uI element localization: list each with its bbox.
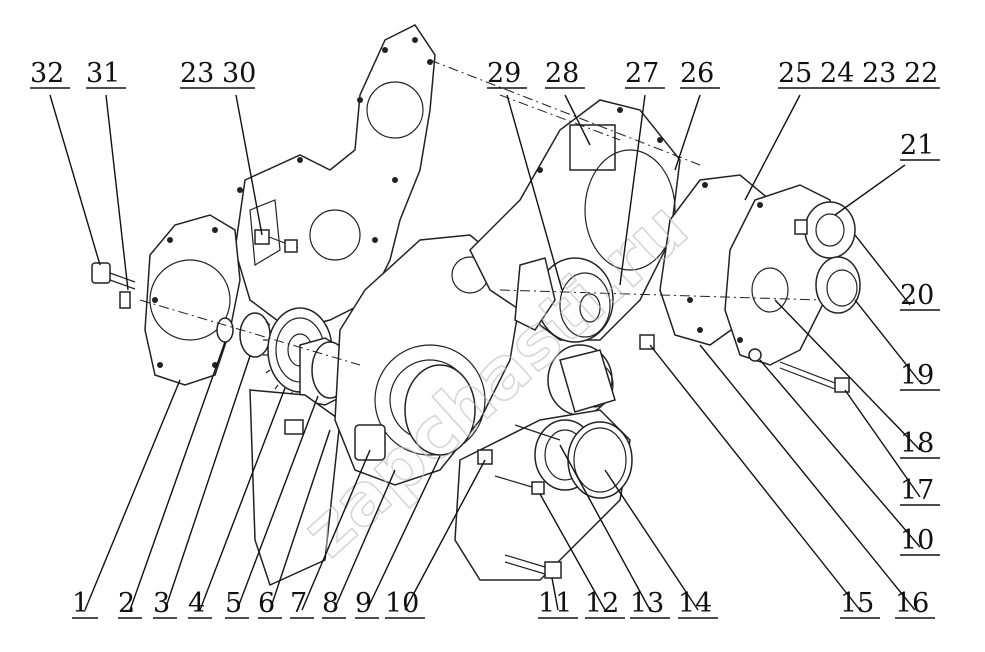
label-23-right: 23 xyxy=(862,58,896,89)
bolt-17 xyxy=(779,361,850,393)
label-31: 31 xyxy=(86,58,120,89)
seal-2 xyxy=(216,317,234,343)
ring-9 xyxy=(404,364,476,456)
label-1: 1 xyxy=(72,588,89,619)
callout-labels: 1 2 3 4 5 6 7 8 9 10 11 12 13 14 15 16 1… xyxy=(30,58,938,619)
bracket-6 xyxy=(249,389,341,587)
bolt-10-left xyxy=(477,449,493,465)
label-16: 16 xyxy=(895,588,929,619)
label-7: 7 xyxy=(290,588,307,619)
label-22: 22 xyxy=(904,58,938,89)
label-6: 6 xyxy=(258,588,275,619)
label-3: 3 xyxy=(153,588,170,619)
leader-lines xyxy=(30,87,940,619)
label-18: 18 xyxy=(900,428,934,459)
label-5: 5 xyxy=(225,588,242,619)
label-13: 13 xyxy=(630,588,664,619)
label-32: 32 xyxy=(30,58,64,89)
label-11: 11 xyxy=(538,588,572,619)
label-4: 4 xyxy=(188,588,205,619)
label-2: 2 xyxy=(118,588,135,619)
label-20: 20 xyxy=(900,280,934,311)
tensioner-29 xyxy=(514,257,614,343)
label-9: 9 xyxy=(355,588,372,619)
idler-pulley xyxy=(547,344,616,416)
label-27: 27 xyxy=(625,58,659,89)
bolt-30 xyxy=(254,229,299,253)
bolt-12 xyxy=(494,475,545,495)
label-25: 25 xyxy=(778,58,812,89)
label-29: 29 xyxy=(487,58,521,89)
label-30: 30 xyxy=(222,58,256,89)
bolt-11 xyxy=(504,554,562,579)
label-15: 15 xyxy=(840,588,874,619)
axis-lines xyxy=(139,59,821,366)
label-24: 24 xyxy=(820,58,854,89)
label-17: 17 xyxy=(900,475,934,506)
pin-6 xyxy=(284,419,304,435)
label-10-right: 10 xyxy=(900,525,934,556)
label-23: 23 xyxy=(180,58,214,89)
cap-assembly xyxy=(794,201,861,314)
label-26: 26 xyxy=(680,58,714,89)
label-8: 8 xyxy=(322,588,339,619)
label-19: 19 xyxy=(900,360,934,391)
label-14: 14 xyxy=(678,588,712,619)
label-28: 28 xyxy=(545,58,579,89)
washer-10 xyxy=(748,348,762,362)
oring-3 xyxy=(239,312,271,358)
label-21: 21 xyxy=(900,130,934,161)
stud-13 xyxy=(514,424,561,441)
label-10: 10 xyxy=(385,588,419,619)
bolt-32 xyxy=(91,262,136,309)
gasket-1 xyxy=(144,214,241,386)
label-12: 12 xyxy=(585,588,619,619)
